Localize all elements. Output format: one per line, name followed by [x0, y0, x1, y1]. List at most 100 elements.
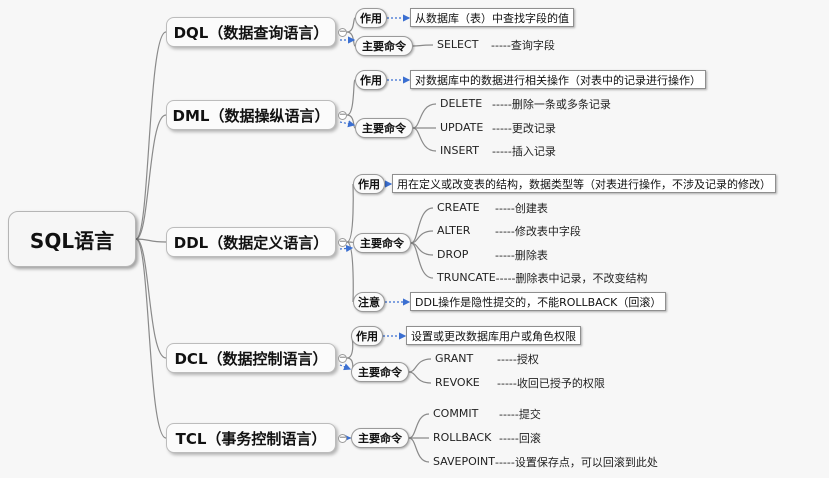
command-line	[408, 371, 432, 384]
dml-commands-tag[interactable]: 主要命令	[355, 118, 413, 138]
dql-purpose-box[interactable]: 从数据库（表）中查找字段的值	[410, 8, 574, 27]
command-line	[412, 44, 434, 47]
ddl-command-create[interactable]: CREATE -----创建表	[437, 199, 548, 216]
dcl-commands-tag[interactable]: 主要命令	[351, 362, 409, 382]
tcl-command-rollback[interactable]: ROLLBACK -----回滚	[433, 429, 541, 446]
root-branch-line	[135, 238, 167, 439]
cmd-keyword: ALTER	[437, 224, 471, 237]
node-dml-title: DML（数据操纵语言）	[172, 106, 330, 125]
branch-line	[346, 31, 356, 47]
cmd-desc: -----修改表中字段	[495, 224, 581, 238]
ddl-purpose-tag[interactable]: 作用	[353, 174, 385, 194]
ddl-purpose-box[interactable]: 用在定义或改变表的结构，数据类型等（对表进行操作，不涉及记录的修改）	[392, 174, 776, 193]
collapse-toggle-icon[interactable]: −	[338, 433, 347, 443]
node-dql-title: DQL（数据查询语言）	[173, 23, 329, 42]
node-tcl-title: TCL（事务控制语言）	[175, 429, 327, 448]
dcl-commands-tag-label: 主要命令	[358, 366, 402, 379]
dql-commands-tag[interactable]: 主要命令	[355, 36, 413, 56]
command-line	[410, 207, 434, 244]
dql-command-select[interactable]: SELECT -----查询字段	[437, 36, 555, 53]
ddl-purpose-tag-label: 作用	[358, 178, 380, 191]
node-ddl[interactable]: DDL（数据定义语言）	[166, 227, 336, 257]
command-line	[410, 230, 434, 244]
dml-command-delete[interactable]: DELETE -----删除一条或多条记录	[440, 95, 611, 112]
command-line	[412, 103, 437, 129]
node-tcl[interactable]: TCL（事务控制语言）	[166, 423, 336, 453]
command-line	[408, 358, 432, 373]
root-branch-line	[135, 238, 167, 359]
cmd-desc: -----提交	[499, 407, 541, 421]
collapse-toggle-icon[interactable]: −	[338, 237, 347, 247]
branch-line	[346, 183, 354, 243]
cmd-keyword: SELECT	[437, 38, 479, 51]
cmd-desc: -----删除表	[495, 248, 548, 262]
cmd-keyword: GRANT	[435, 352, 474, 365]
root-branch-line	[135, 31, 167, 240]
dql-purpose-tag-label: 作用	[360, 12, 382, 25]
root-label: SQL语言	[29, 228, 115, 253]
cmd-keyword: INSERT	[440, 144, 479, 157]
root-branch-line	[135, 114, 167, 240]
cmd-desc: -----查询字段	[491, 38, 555, 52]
dcl-purpose-box[interactable]: 设置或更改数据库用户或角色权限	[406, 326, 581, 345]
cmd-desc: -----收回已授予的权限	[497, 376, 605, 390]
cmd-desc: -----删除表中记录，不改变结构	[495, 271, 648, 285]
node-dcl-title: DCL（数据控制语言）	[174, 349, 328, 368]
tcl-commands-tag[interactable]: 主要命令	[351, 428, 409, 448]
dml-command-insert[interactable]: INSERT -----插入记录	[440, 142, 556, 159]
cmd-desc: -----回滚	[499, 431, 541, 445]
cmd-keyword: DELETE	[440, 97, 483, 110]
dml-purpose-tag[interactable]: 作用	[355, 70, 387, 90]
branch-line	[346, 79, 356, 116]
root-branch-line	[135, 238, 167, 243]
collapse-toggle-icon[interactable]: −	[338, 110, 347, 120]
branch-line	[346, 114, 356, 129]
dql-purpose-tag[interactable]: 作用	[355, 8, 387, 28]
node-dql[interactable]: DQL（数据查询语言）	[166, 17, 336, 47]
ddl-command-alter[interactable]: ALTER -----修改表中字段	[437, 222, 581, 239]
ddl-purpose-text: 用在定义或改变表的结构，数据类型等（对表进行操作，不涉及记录的修改）	[397, 177, 771, 191]
ddl-command-drop[interactable]: DROP -----删除表	[437, 246, 548, 263]
tcl-commands-tag-label: 主要命令	[358, 432, 402, 445]
dml-purpose-box[interactable]: 对数据库中的数据进行相关操作（对表中的记录进行操作）	[410, 70, 706, 89]
dml-command-update[interactable]: UPDATE-----更改记录	[440, 119, 556, 136]
ddl-commands-tag-label: 主要命令	[360, 237, 404, 250]
ddl-note-box[interactable]: DDL操作是隐性提交的，不能ROLLBACK（回滚）	[410, 292, 667, 311]
dcl-command-grant[interactable]: GRANT -----授权	[435, 350, 539, 367]
dotted-arrow	[339, 120, 356, 128]
dcl-purpose-tag-label: 作用	[356, 330, 378, 343]
ddl-command-truncate[interactable]: TRUNCATE-----删除表中记录，不改变结构	[437, 269, 648, 286]
cmd-keyword: DROP	[437, 248, 469, 261]
dml-purpose-text: 对数据库中的数据进行相关操作（对表中的记录进行操作）	[415, 73, 701, 87]
dcl-command-revoke[interactable]: REVOKE-----收回已授予的权限	[435, 374, 605, 391]
cmd-keyword: ROLLBACK	[433, 431, 492, 444]
ddl-note-tag[interactable]: 注意	[353, 292, 385, 312]
command-line	[408, 437, 430, 463]
cmd-keyword: UPDATE	[440, 121, 484, 134]
cmd-desc: -----创建表	[495, 201, 548, 215]
cmd-desc: -----删除一条或多条记录	[492, 97, 611, 111]
ddl-note-tag-label: 注意	[358, 296, 380, 309]
node-ddl-title: DDL（数据定义语言）	[173, 233, 329, 252]
ddl-note-text: DDL操作是隐性提交的，不能ROLLBACK（回滚）	[415, 295, 662, 309]
node-dml[interactable]: DML（数据操纵语言）	[166, 100, 336, 130]
tcl-command-commit[interactable]: COMMIT-----提交	[433, 405, 541, 422]
collapse-toggle-icon[interactable]: −	[338, 27, 347, 37]
cmd-desc: -----插入记录	[492, 144, 556, 158]
dql-purpose-text: 从数据库（表）中查找字段的值	[415, 11, 569, 25]
command-line	[410, 242, 434, 279]
cmd-desc: -----授权	[497, 352, 539, 366]
collapse-toggle-icon[interactable]: −	[338, 353, 347, 363]
dcl-purpose-tag[interactable]: 作用	[351, 326, 383, 346]
root-node[interactable]: SQL语言	[8, 211, 136, 267]
cmd-keyword: CREATE	[437, 201, 480, 214]
command-line	[412, 127, 437, 152]
command-line	[408, 413, 430, 439]
cmd-keyword: SAVEPOINT	[433, 455, 495, 468]
ddl-commands-tag[interactable]: 主要命令	[353, 233, 411, 253]
tcl-command-savepoint[interactable]: SAVEPOINT-----设置保存点，可以回滚到此处	[433, 453, 658, 470]
cmd-desc: -----设置保存点，可以回滚到此处	[494, 455, 658, 469]
dcl-purpose-text: 设置或更改数据库用户或角色权限	[411, 329, 576, 343]
node-dcl[interactable]: DCL（数据控制语言）	[166, 343, 336, 373]
dml-commands-tag-label: 主要命令	[362, 122, 406, 135]
